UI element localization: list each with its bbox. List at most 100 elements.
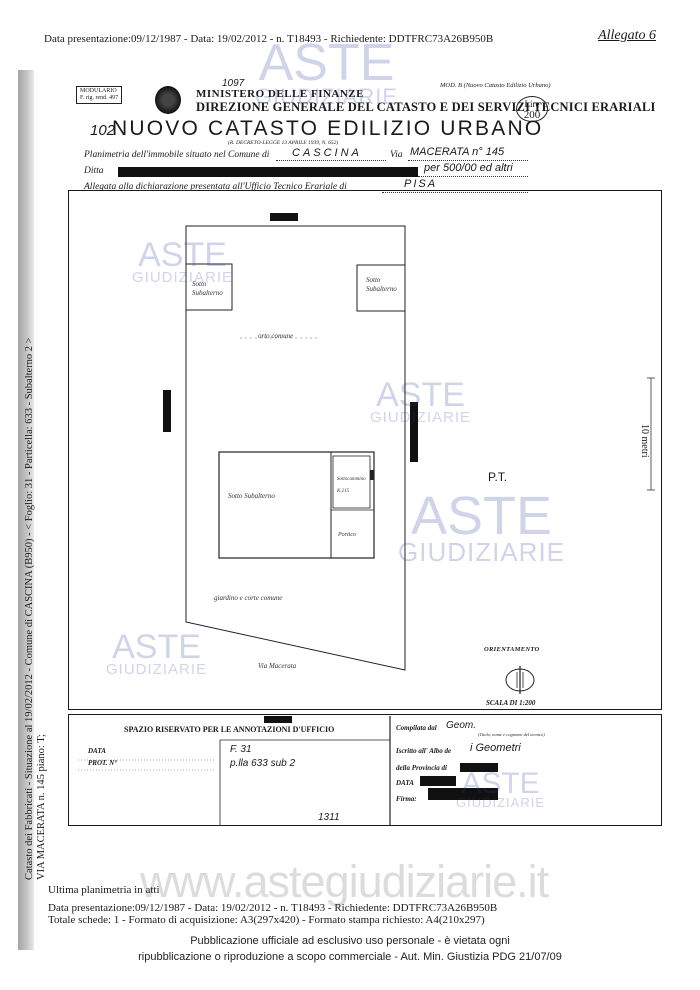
ministero-title: MINISTERO DELLE FINANZE (196, 88, 364, 100)
main-building (218, 451, 375, 559)
watermark-aste-left-1: ASTE (138, 236, 227, 274)
watermark-aste-center: ASTE GIUDIZIARIE (370, 376, 472, 426)
bathroom-label-1: Sottocammino (337, 477, 366, 482)
footer-presentation-line: Data presentazione:09/12/1987 - Data: 19… (48, 902, 498, 914)
lire-value: 200 (523, 109, 541, 121)
room-top-left-label-1: Sotto (192, 280, 207, 288)
decreto-note: (R. DECRETO-LEGGE 13 APRILE 1939, N. 652… (228, 140, 339, 146)
bathroom-room (332, 455, 371, 509)
giardino-label: giardino e corte comune (214, 594, 283, 602)
via-label: Via (390, 150, 403, 160)
modulario-box: MODULARIO F. rig. rend. 497 (76, 86, 123, 104)
office-data2-label: DATA (396, 779, 414, 787)
compilata-label: Compilata dal (396, 724, 437, 732)
redacted-date (420, 776, 456, 786)
room-top-right-label-1: Sotto (366, 276, 381, 284)
iscritto-label: Iscritto all' Albo de (396, 747, 452, 755)
allegata-label: Allegata alla dichiarazione presentata a… (84, 182, 347, 192)
orientamento-label: ORIENTAMENTO (484, 646, 540, 653)
office-number: 1311 (318, 812, 340, 823)
bathroom-label: Sottocammino K.215 (337, 476, 366, 496)
ditta-label: Ditta (84, 166, 104, 176)
main-room-label: Sotto Subalterno (228, 492, 275, 500)
room-top-right (356, 264, 406, 312)
nceu-number: 102 (90, 122, 116, 139)
ultima-planimetria: Ultima planimetria in atti (48, 884, 160, 896)
mark-left (163, 390, 171, 432)
nceu-title: NUOVO CATASTO EDILIZIO URBANO (112, 117, 544, 140)
scan-spine-shadow (18, 70, 34, 950)
office-annotation-box (68, 714, 662, 826)
watermark-aste-top: ASTE GIUDIZIARIE (255, 34, 399, 109)
via-macerata-label: Via Macerata (258, 662, 297, 670)
orto-comune-label: orto comune (258, 332, 294, 340)
ufficio-underline (382, 192, 528, 193)
firma-label: Firma: (396, 795, 417, 803)
modulario-line-1: MODULARIO (80, 88, 117, 94)
provincia-label: della Provincia di (396, 764, 447, 772)
watermark-aste-top-2: GIUDIZIARIE (255, 83, 399, 109)
office-data-label: DATA (88, 747, 106, 755)
ditta-underline (418, 176, 528, 177)
lot-outline (185, 225, 406, 671)
comune-value: CASCINA (292, 147, 362, 159)
legal-notice-2: ripubblicazione o riproduzione a scopo c… (138, 951, 562, 963)
office-prot-label: PROT. N° (88, 759, 117, 767)
mod-b-label: MOD. B (Nuovo Catasto Edilizio Urbano) (440, 82, 551, 89)
via-underline (408, 160, 528, 161)
room-top-left (185, 263, 233, 311)
presentation-header: Data presentazione:09/12/1987 - Data: 19… (44, 33, 494, 45)
watermark-aste-center-2: GIUDIZIARIE (370, 408, 472, 426)
compass-icon (505, 666, 535, 694)
room-top-right-label-2: Subalterno (366, 285, 397, 293)
lire-label: Lire (524, 99, 540, 109)
modulario-line-2: F. rig. rend. 497 (80, 95, 119, 101)
republic-emblem-icon (155, 86, 181, 114)
door-mark (370, 470, 374, 480)
portico-label: Portico (338, 532, 356, 538)
mark-right (410, 402, 418, 462)
floor-plan-frame (68, 190, 662, 710)
room-top-right-label: Sotto Subalterno (366, 276, 397, 294)
mark-top (270, 213, 298, 221)
watermark-aste-center-1: ASTE (376, 376, 465, 414)
compilata-note: (Titolo, nome e cognome del tecnico) (478, 732, 545, 737)
watermark-aste-right: ASTE GIUDIZIARIE (398, 486, 566, 567)
watermark-aste-left-2: GIUDIZIARIE (132, 268, 234, 286)
legal-notice-1: Pubblicazione ufficiale ad esclusivo uso… (190, 935, 510, 947)
watermark-aste-left: ASTE GIUDIZIARIE (132, 236, 234, 286)
watermark-aste-bottom-left-2: GIUDIZIARIE (106, 660, 208, 678)
mark-bottom (264, 716, 292, 723)
bathroom-label-2: K.215 (337, 489, 350, 494)
floor-label: P.T. (488, 470, 508, 484)
planimetria-label: Planimetria dell'immobile situato nel Co… (84, 150, 270, 160)
office-title: SPAZIO RISERVATO PER LE ANNOTAZIONI D'UF… (124, 725, 335, 734)
redacted-signature (428, 788, 498, 800)
particella-value: p.lla 633 sub 2 (230, 758, 296, 769)
ufficio-value: PISA (404, 178, 438, 190)
room-top-left-label: Sotto Subalterno (192, 280, 223, 298)
watermark-aste-top-1: ASTE (258, 34, 395, 92)
watermark-aste-right-1: ASTE (410, 486, 553, 546)
scale-label: SCALA DI 1:200 (486, 699, 536, 707)
compilata-value: Geom. (446, 720, 477, 731)
redacted-provincia (460, 763, 498, 772)
watermark-aste-bottom-left-1: ASTE (112, 628, 201, 666)
via-value: MACERATA n° 145 (410, 146, 505, 158)
foglio-value: F. 31 (230, 744, 252, 755)
watermark-aste-bottom-left: ASTE GIUDIZIARIE (106, 628, 208, 678)
comune-underline (276, 160, 386, 161)
footer-format-line: Totale schede: 1 - Formato di acquisizio… (48, 914, 485, 926)
watermark-aste-right-2: GIUDIZIARIE (398, 536, 566, 567)
meter-label: 10 metri (639, 424, 650, 458)
handwritten-code: 1097 (222, 78, 245, 89)
iscritto-value: i Geometri (470, 742, 521, 754)
room-top-left-label-2: Subalterno (192, 289, 223, 297)
lire-stamp: Lire 200 (516, 96, 548, 122)
redacted-owner (118, 167, 418, 177)
watermark-aste-box-1: ASTE (461, 767, 540, 800)
allegato-label: Allegato 6 (598, 28, 656, 43)
ditta-value: per 500/00 ed altri (424, 162, 513, 174)
watermark-aste-box-2: GIUDIZIARIE (456, 795, 546, 810)
